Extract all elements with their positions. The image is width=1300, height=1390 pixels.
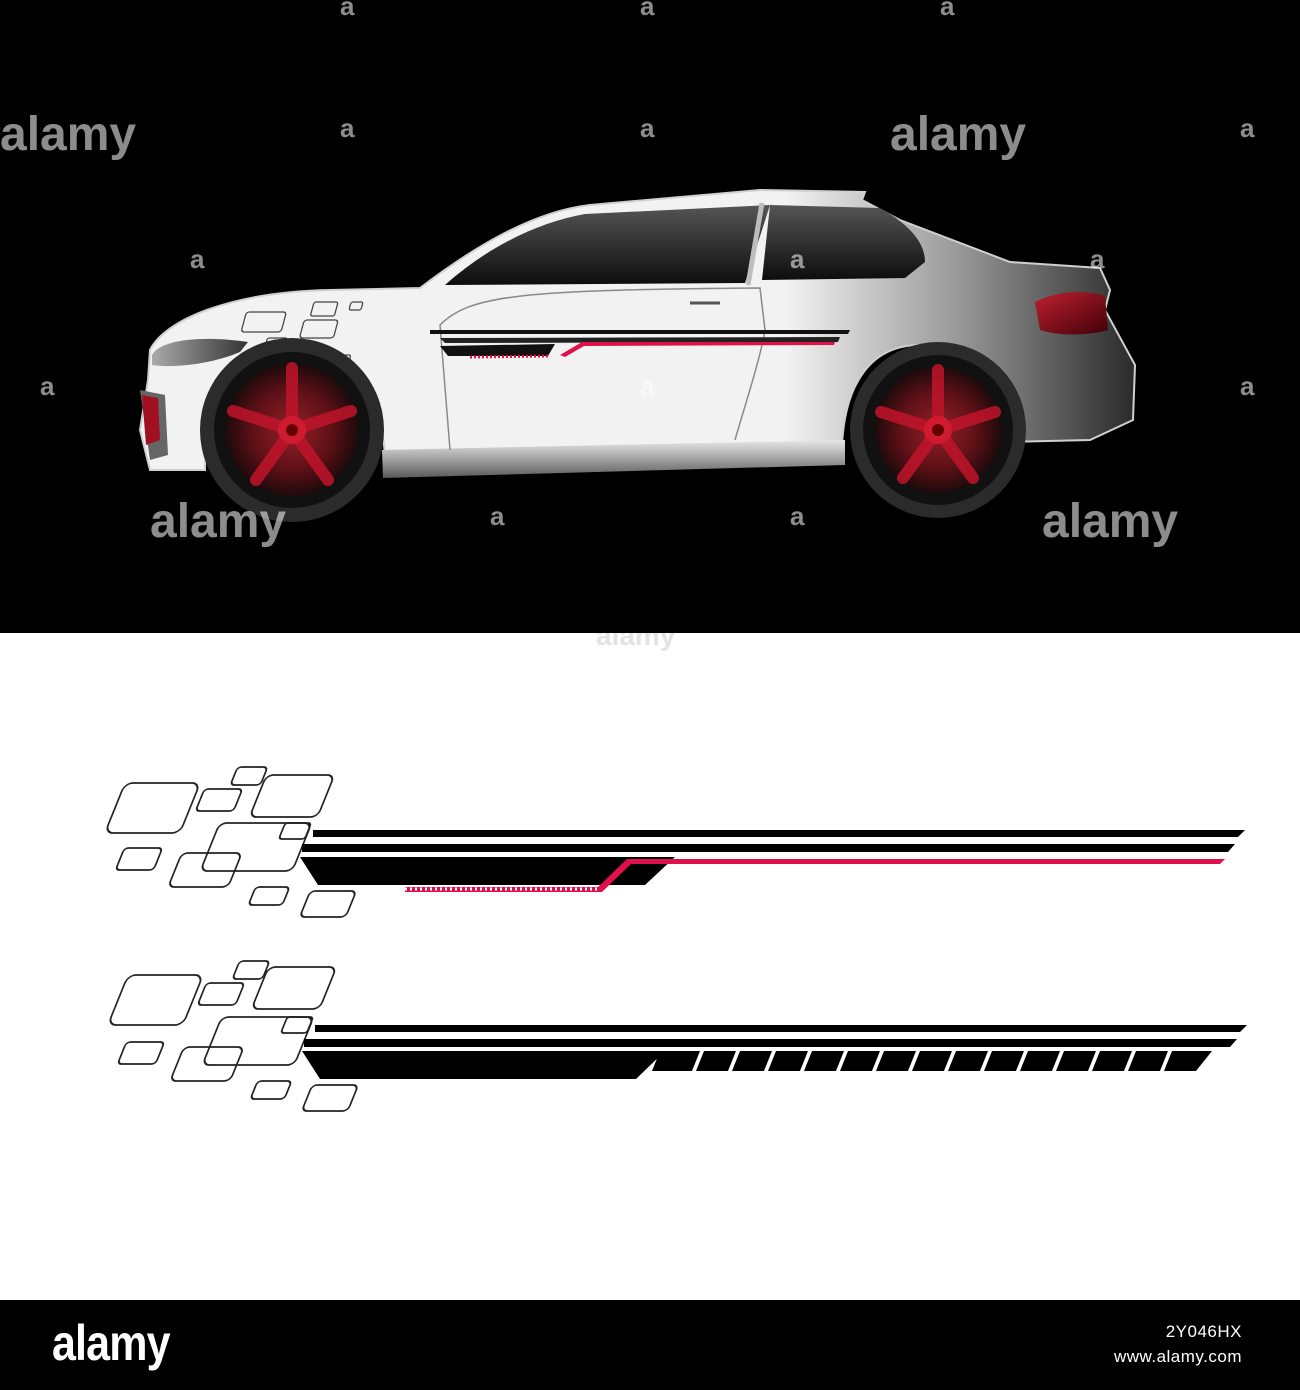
svg-text:a: a (340, 0, 355, 21)
site-url: www.alamy.com (1113, 1347, 1242, 1366)
svg-text:a: a (640, 0, 655, 21)
car-illustration: alamy alamy alamy alamy a a a a a a a a … (0, 0, 1255, 548)
watermark-text: alamy (1042, 495, 1178, 548)
watermark-text: alamy (0, 108, 136, 161)
svg-text:a: a (640, 113, 655, 143)
svg-text:a: a (790, 501, 805, 531)
headlight (152, 338, 248, 367)
svg-text:a: a (190, 244, 205, 274)
svg-text:a: a (490, 501, 505, 531)
watermark-text: alamy (890, 108, 1026, 161)
dash-blocks (652, 1051, 1212, 1071)
window-rear (762, 205, 925, 280)
svg-text:a: a (640, 371, 655, 401)
svg-text:a: a (1240, 113, 1255, 143)
svg-text:alamy: alamy (596, 633, 676, 651)
decal-designs-panel: alamy (0, 633, 1300, 1300)
watermark-text: alamy (150, 495, 286, 548)
rear-wheel (850, 342, 1026, 518)
decal-designs: alamy (106, 633, 1247, 1112)
svg-text:a: a (940, 0, 955, 21)
svg-text:a: a (790, 244, 805, 274)
tail-light (1035, 292, 1108, 335)
side-skirt (382, 440, 845, 478)
footer-bar: alamy 2Y046HX www.alamy.com (0, 1300, 1300, 1390)
image-id: 2Y046HX (1165, 1322, 1242, 1341)
brand-logo: alamy (52, 1315, 170, 1371)
svg-text:a: a (1090, 244, 1105, 274)
svg-text:a: a (340, 113, 355, 143)
window-front (445, 205, 770, 285)
decal-design-red (106, 766, 1245, 918)
front-wheel (200, 338, 384, 522)
car-preview-panel: alamy alamy alamy alamy a a a a a a a a … (0, 0, 1300, 633)
decal-design-black (109, 960, 1247, 1112)
svg-text:a: a (1240, 371, 1255, 401)
svg-text:a: a (40, 371, 55, 401)
